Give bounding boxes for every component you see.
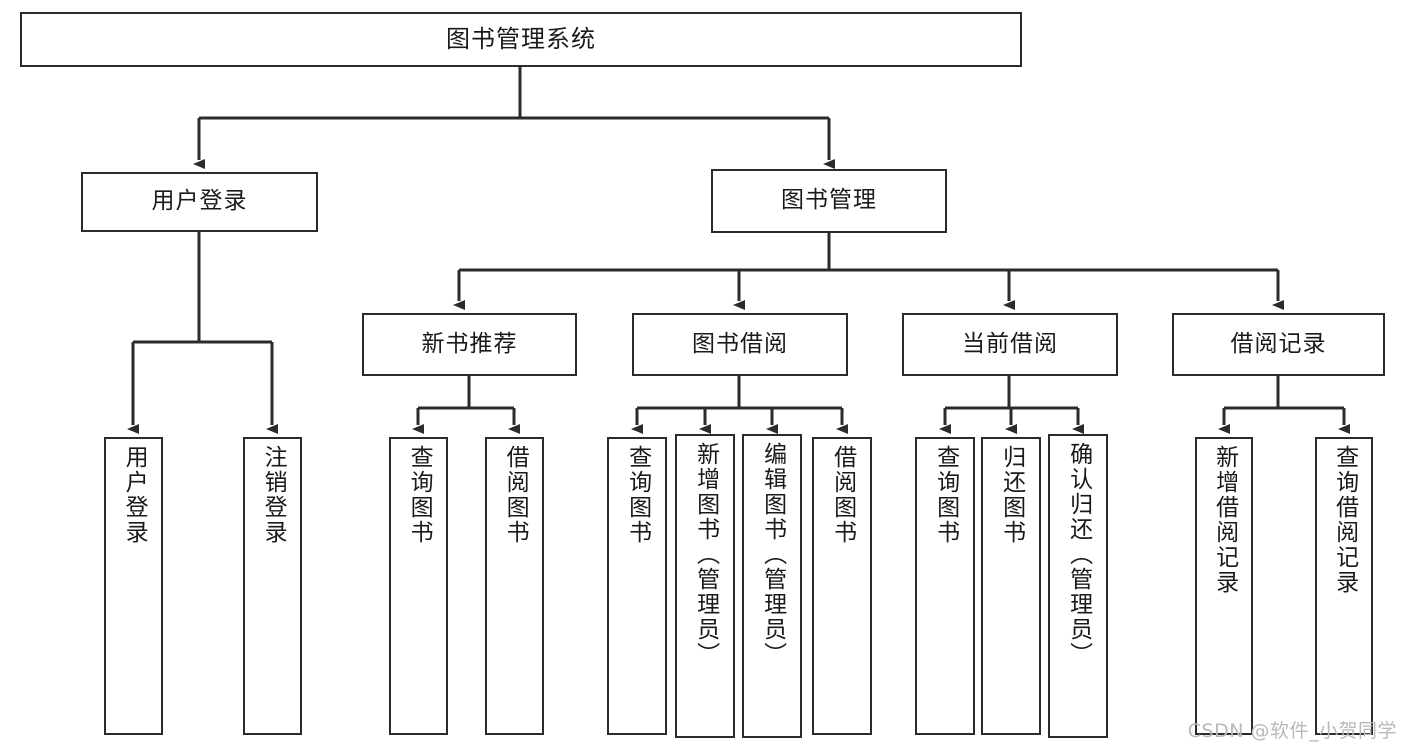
node-label: 当前借阅 xyxy=(962,330,1058,357)
leaf-borrow-book-new[interactable]: 借阅图书 xyxy=(485,437,544,735)
leaf-logout[interactable]: 注销登录 xyxy=(243,437,302,735)
node-root-book-management-system[interactable]: 图书管理系统 xyxy=(20,12,1022,67)
node-label: 查询图书 xyxy=(932,445,959,545)
leaf-query-borrow-record[interactable]: 查询借阅记录 xyxy=(1315,437,1373,735)
node-label: 查询图书 xyxy=(406,445,433,545)
node-label: 编辑图书（管理员） xyxy=(759,442,786,667)
node-book-management[interactable]: 图书管理 xyxy=(711,169,947,233)
node-label: 查询图书 xyxy=(624,445,651,545)
node-label: 新增借阅记录 xyxy=(1211,445,1238,595)
node-label: 借阅图书 xyxy=(829,445,856,545)
leaf-add-borrow-record[interactable]: 新增借阅记录 xyxy=(1195,437,1253,735)
leaf-confirm-return-admin[interactable]: 确认归还（管理员） xyxy=(1048,434,1108,738)
leaf-borrow-book[interactable]: 借阅图书 xyxy=(812,437,872,735)
node-book-borrow[interactable]: 图书借阅 xyxy=(632,313,848,376)
leaf-query-book-new[interactable]: 查询图书 xyxy=(389,437,448,735)
node-label: 借阅图书 xyxy=(502,445,529,545)
leaf-add-book-admin[interactable]: 新增图书（管理员） xyxy=(675,434,735,738)
node-label: 图书管理 xyxy=(781,187,877,214)
node-label: 用户登录 xyxy=(151,188,248,215)
node-label: 图书借阅 xyxy=(692,330,788,357)
node-label: 查询借阅记录 xyxy=(1331,445,1358,595)
node-new-book-recommend[interactable]: 新书推荐 xyxy=(362,313,577,376)
leaf-return-book[interactable]: 归还图书 xyxy=(981,437,1041,735)
leaf-user-login[interactable]: 用户登录 xyxy=(104,437,163,735)
node-label: 图书管理系统 xyxy=(446,25,596,54)
node-current-borrow[interactable]: 当前借阅 xyxy=(902,313,1118,376)
node-label: 用户登录 xyxy=(121,445,148,545)
node-label: 新增图书（管理员） xyxy=(692,442,719,667)
leaf-edit-book-admin[interactable]: 编辑图书（管理员） xyxy=(742,434,802,738)
node-label: 注销登录 xyxy=(260,445,287,545)
node-label: 借阅记录 xyxy=(1230,330,1327,357)
node-borrow-records[interactable]: 借阅记录 xyxy=(1172,313,1385,376)
leaf-query-book-current[interactable]: 查询图书 xyxy=(915,437,975,735)
node-user-login[interactable]: 用户登录 xyxy=(81,172,318,232)
node-label: 新书推荐 xyxy=(421,330,518,357)
node-label: 确认归还（管理员） xyxy=(1065,442,1092,667)
node-label: 归还图书 xyxy=(998,445,1025,545)
leaf-query-book-borrow[interactable]: 查询图书 xyxy=(607,437,667,735)
